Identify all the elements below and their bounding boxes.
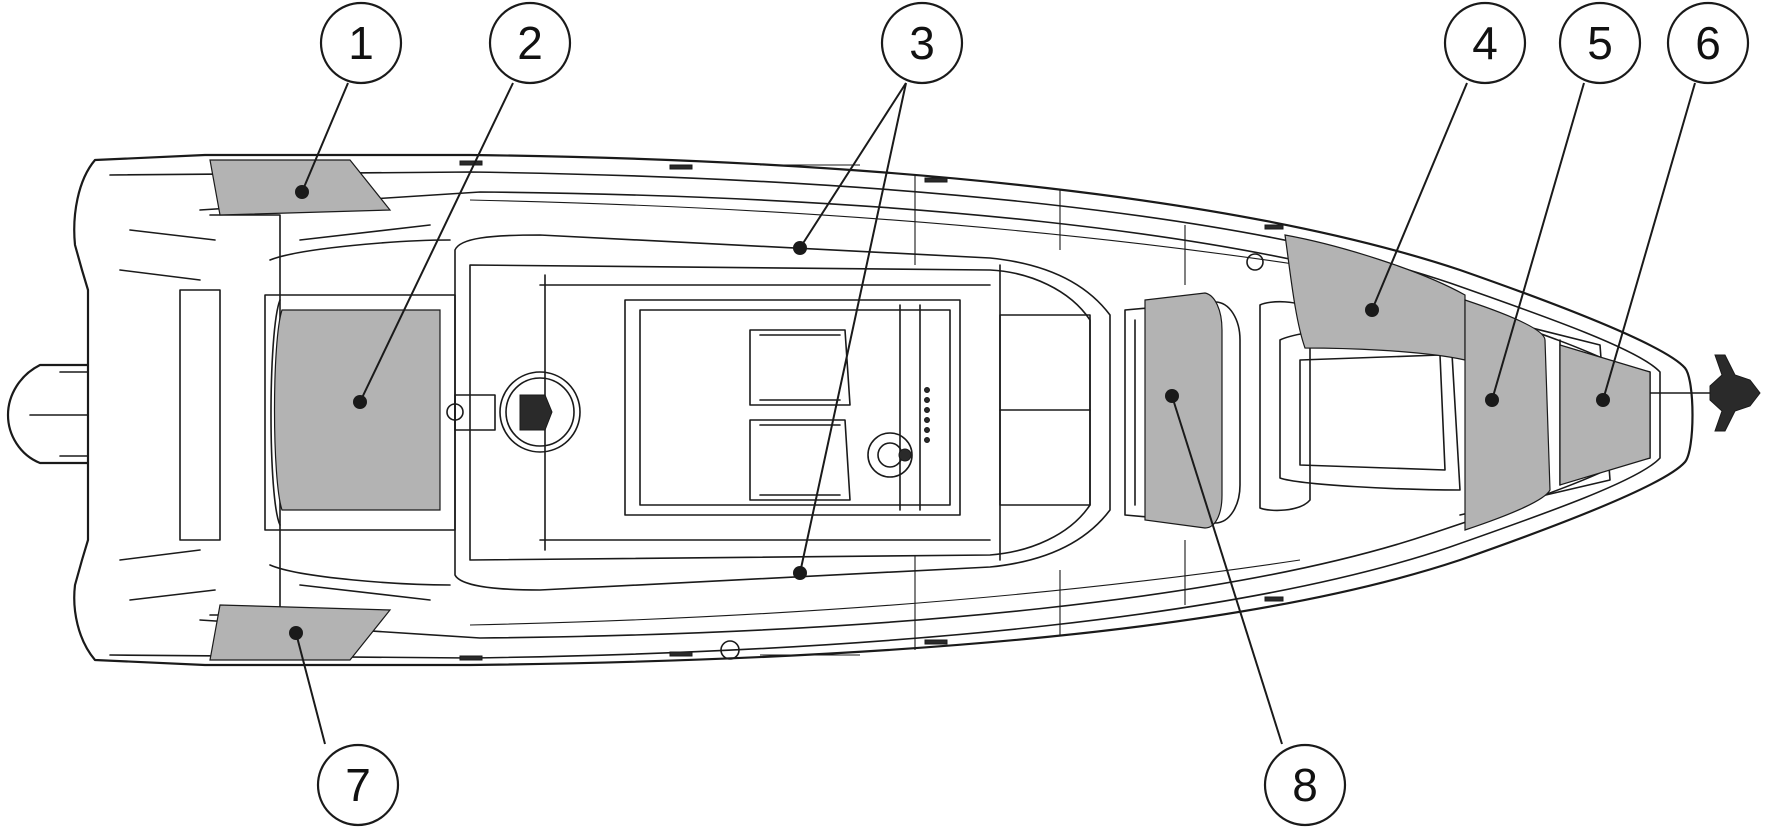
steering-wheel-icon <box>867 432 913 478</box>
callout-4-label: 4 <box>1472 17 1498 69</box>
zone-2 <box>273 309 441 511</box>
callout-4: 4 <box>1443 1 1527 85</box>
center-console-area <box>446 234 1111 591</box>
hull <box>73 153 1694 667</box>
callout-7: 7 <box>316 743 400 827</box>
callout-1: 1 <box>319 1 403 85</box>
callout-8: 8 <box>1263 743 1347 827</box>
callout-5-label: 5 <box>1587 17 1613 69</box>
hull-outline <box>73 153 1694 667</box>
callout-7-label: 7 <box>345 759 371 811</box>
leader-lines <box>295 82 1696 745</box>
callout-6: 6 <box>1666 1 1750 85</box>
callout-1-label: 1 <box>348 17 374 69</box>
callout-8-label: 8 <box>1292 759 1318 811</box>
callout-2: 2 <box>488 1 572 85</box>
zone-1 <box>209 159 392 216</box>
zone-7 <box>209 604 392 661</box>
callout-5: 5 <box>1558 1 1642 85</box>
callout-3: 3 <box>880 1 964 85</box>
callout-3-label: 3 <box>909 17 935 69</box>
console-gauges <box>924 387 930 443</box>
callout-6-label: 6 <box>1695 17 1721 69</box>
callout-2-label: 2 <box>517 17 543 69</box>
zone-6 <box>1559 344 1651 486</box>
side-rails <box>459 160 1587 661</box>
zone-8 <box>1144 292 1223 529</box>
zone-5 <box>1464 299 1551 531</box>
